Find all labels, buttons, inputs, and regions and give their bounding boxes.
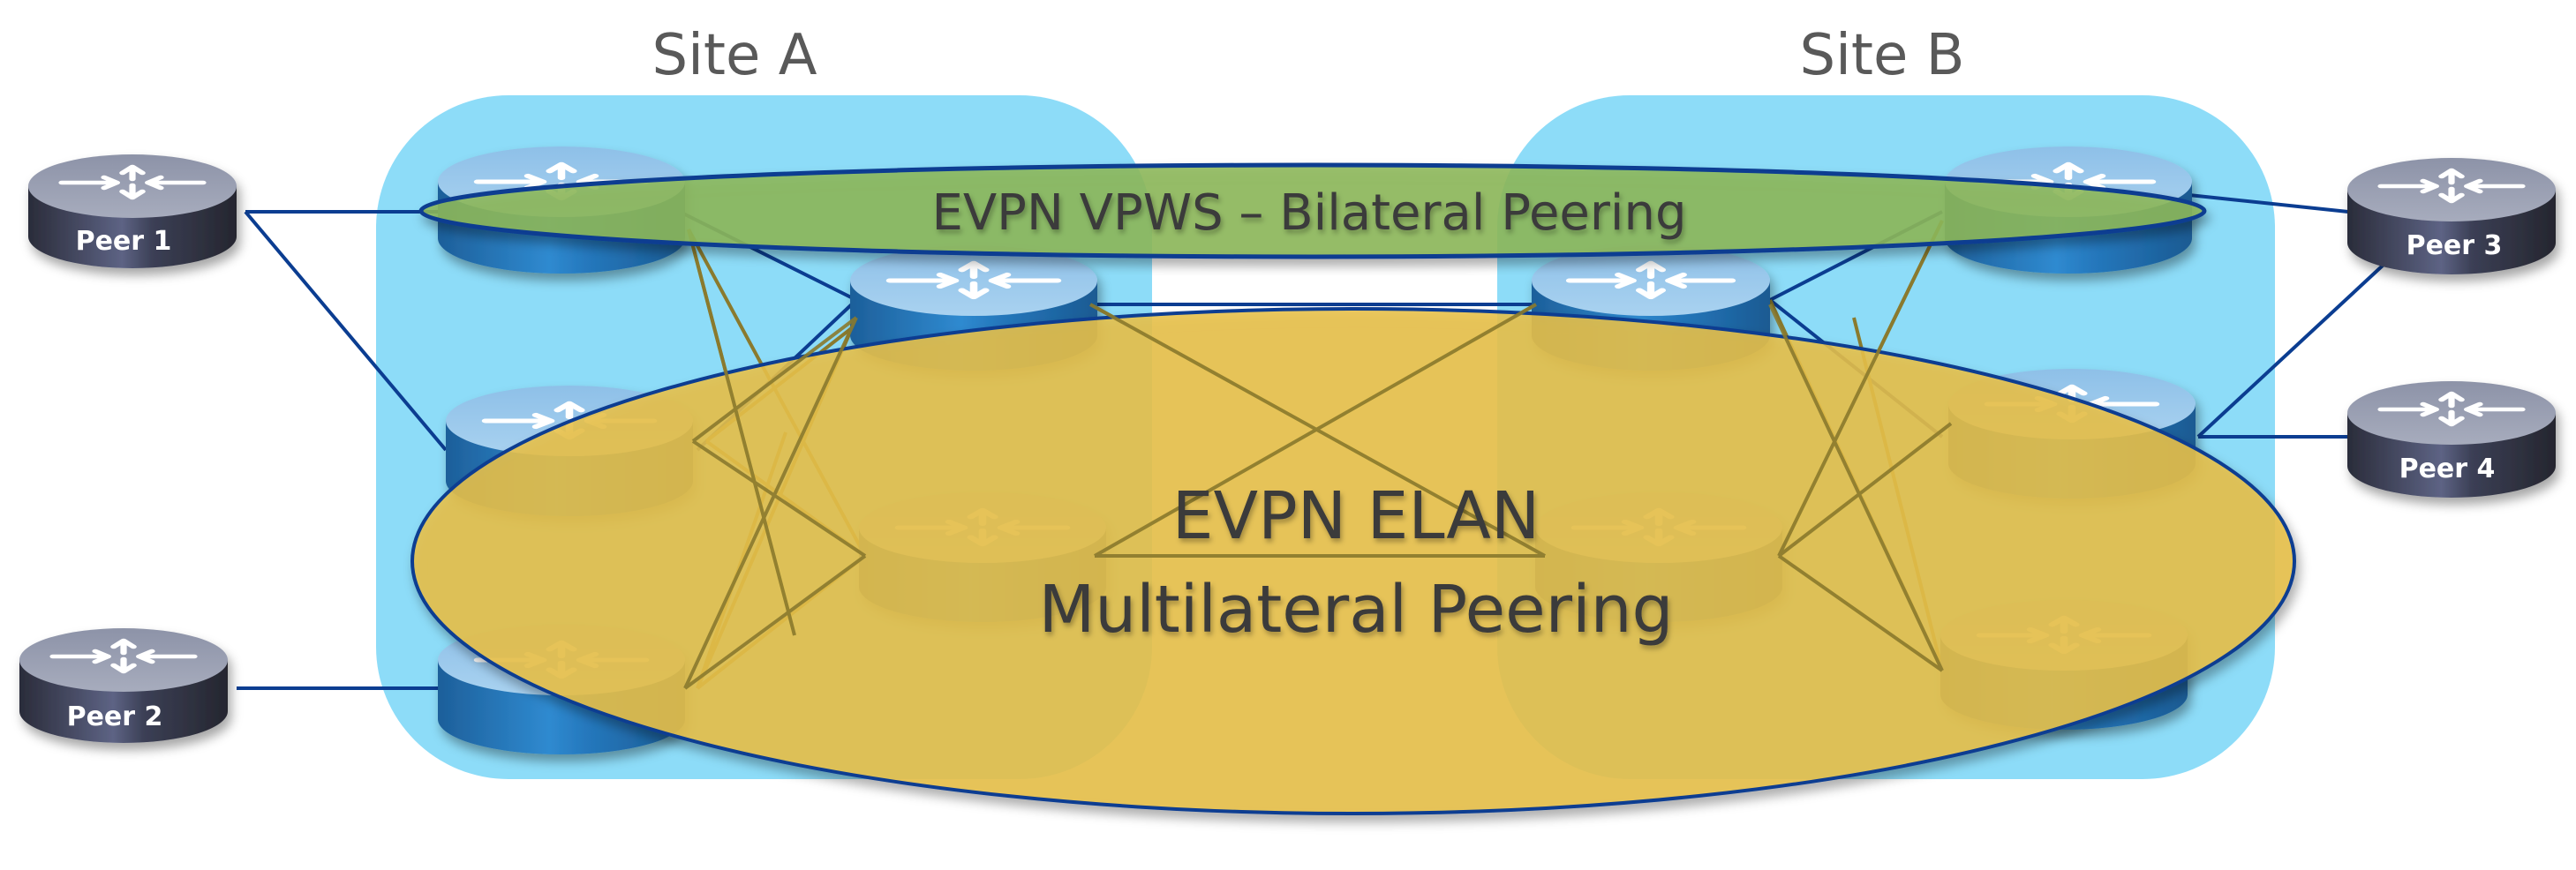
peer-4-router[interactable]: Peer 4	[2347, 381, 2556, 498]
link-peer3-b4	[2196, 263, 2385, 439]
site-a-label: Site A	[652, 23, 817, 88]
peer-3-label: Peer 3	[2407, 230, 2503, 261]
link-peer1-a3	[244, 210, 448, 452]
peer-1-label: Peer 1	[76, 226, 172, 257]
elan-label-line2: Multilateral Peering	[1038, 572, 1673, 648]
vpws-overlay	[418, 162, 2207, 259]
elan-mesh-links	[683, 220, 1953, 690]
peer-2-router[interactable]: Peer 2	[19, 628, 228, 743]
link-peer3-b2	[2180, 192, 2349, 214]
site-b-label: Site B	[1799, 23, 1964, 88]
elan-label-line1: EVPN ELAN	[1172, 478, 1540, 554]
peer-3-router[interactable]: Peer 3	[2347, 158, 2556, 274]
peer-1-router[interactable]: Peer 1	[28, 154, 237, 268]
vpws-label: EVPN VPWS – Bilateral Peering	[931, 184, 1686, 242]
peer-2-label: Peer 2	[67, 701, 163, 732]
elan-overlay	[411, 307, 2296, 815]
peer-4-label: Peer 4	[2399, 454, 2496, 484]
